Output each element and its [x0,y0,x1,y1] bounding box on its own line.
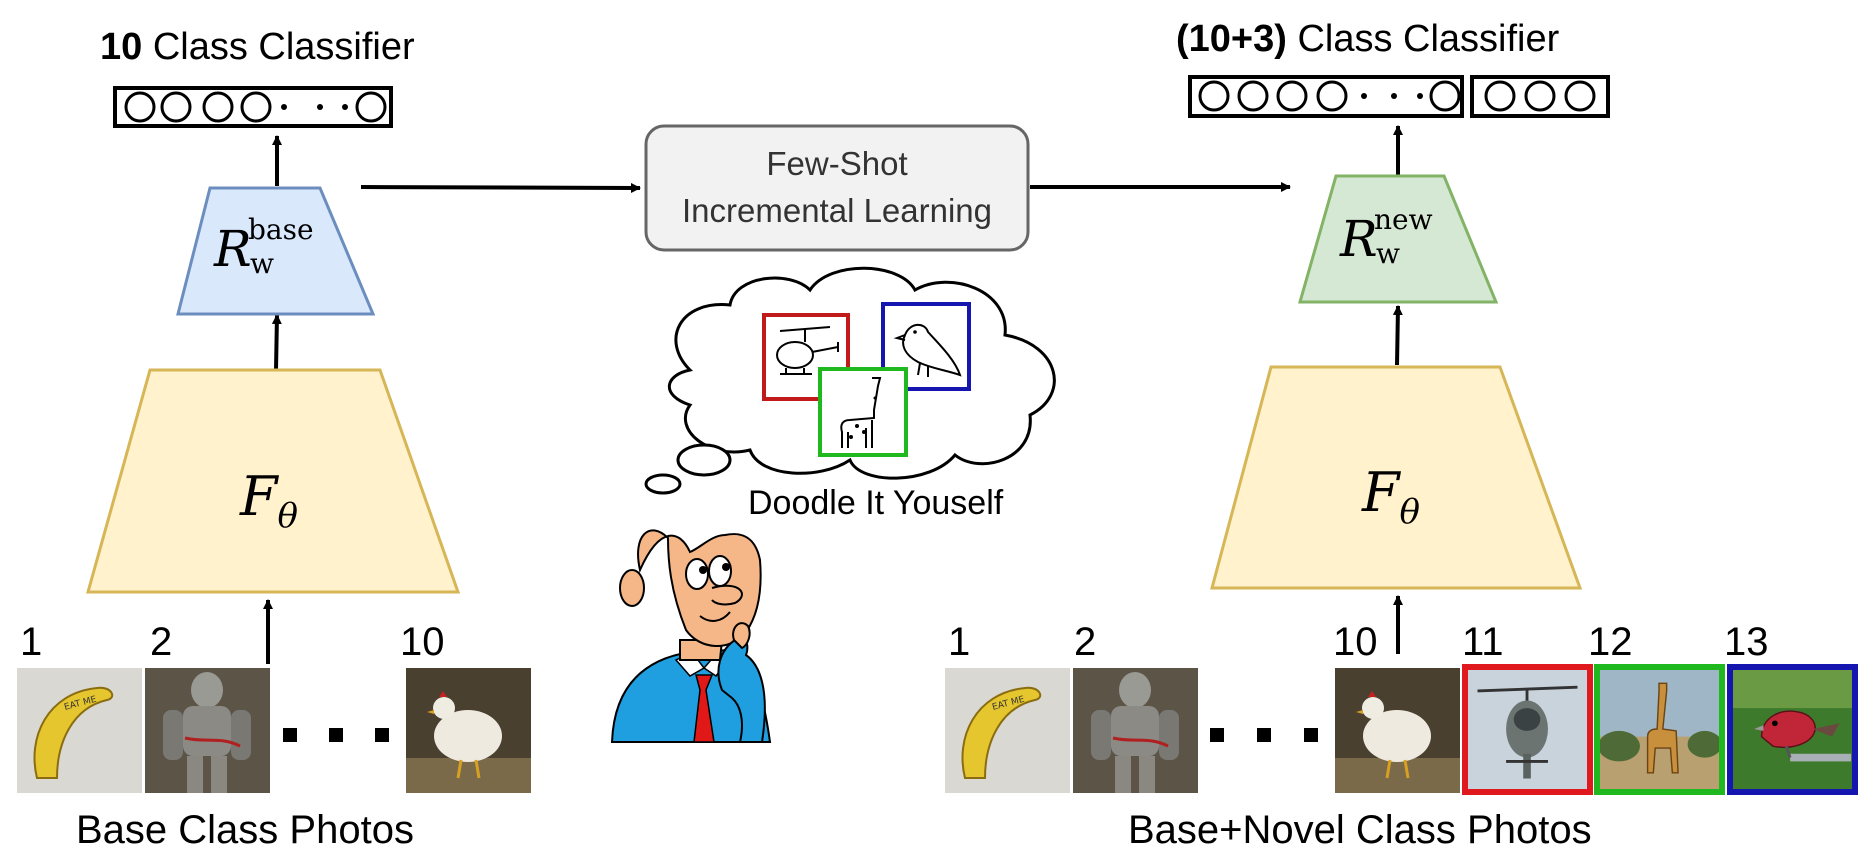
photo-ellipsis-left [283,728,389,742]
novel-image-label-2: 2 [1074,620,1097,664]
novel-photo-banana: EAT ME [945,668,1070,793]
novel-photos-caption: Base+Novel Class Photos [1128,808,1592,852]
novel-photo-bird [1727,664,1858,795]
novel-image-label-10: 10 [1333,620,1378,664]
base-photo-armor [145,668,270,793]
base-backbone-trapezoid [86,368,461,594]
base-head-superscript: base [248,213,314,246]
base-photo-hen [406,668,531,793]
incremental-classifier-vector [1188,75,1610,118]
novel-image-label-11: 11 [1462,620,1504,664]
incremental-backbone-label: Fθ [1362,466,1420,530]
process-box-text: Few-Shot Incremental Learning [646,140,1028,234]
base-backbone-symbol: F [240,465,278,528]
base-head-subscript: w [250,247,274,280]
incremental-classifier-label: Class Classifier [1286,18,1560,60]
novel-photo-hen [1335,668,1460,793]
process-line-1: Few-Shot [766,145,908,182]
incremental-backbone-trapezoid [1210,365,1583,590]
novel-photo-giraffe [1594,664,1725,795]
base-class-count: 10 [100,26,143,68]
novel-photo-armor [1073,668,1198,793]
new-head-superscript: new [1374,203,1433,236]
base-image-label-1: 1 [20,620,43,664]
arrow-to-process [360,182,641,193]
base-backbone-label: Fθ [240,470,298,534]
base-image-label-2: 2 [150,620,173,664]
incremental-classifier-title: (10+3) Class Classifier [1176,20,1559,58]
novel-image-label-13: 13 [1724,620,1769,664]
novel-image-label-1: 1 [948,620,971,664]
incremental-class-count: (10+3) [1176,18,1287,60]
doodle-giraffe [818,367,908,457]
base-classifier-title: 10 Class Classifier [100,28,415,66]
incremental-backbone-subscript: θ [1399,492,1420,532]
base-image-label-10: 10 [400,620,445,664]
new-head-symbol: R [1340,210,1378,268]
thought-caption: Doodle It Youself [748,484,1004,522]
base-classifier-label: Class Classifier [142,26,415,68]
novel-image-label-12: 12 [1588,620,1633,664]
thinking-man-illustration [610,529,772,743]
new-head-subscript: w [1376,237,1400,270]
process-box [644,124,1030,252]
arrow-backbone-to-head-left [271,314,282,371]
novel-photo-helicopter [1462,664,1593,795]
process-line-2: Incremental Learning [681,192,993,229]
incremental-backbone-symbol: F [1362,461,1400,524]
base-classifier-vector [113,86,393,128]
arrow-backbone-to-head-right [1392,305,1403,366]
base-head-symbol: R [214,220,252,278]
photo-ellipsis-right [1210,728,1318,742]
base-head-trapezoid [176,186,376,316]
base-photo-banana: EAT ME [17,668,142,793]
new-head-trapezoid [1298,174,1499,304]
base-backbone-subscript: θ [277,496,298,536]
base-photos-caption: Base Class Photos [76,808,414,852]
